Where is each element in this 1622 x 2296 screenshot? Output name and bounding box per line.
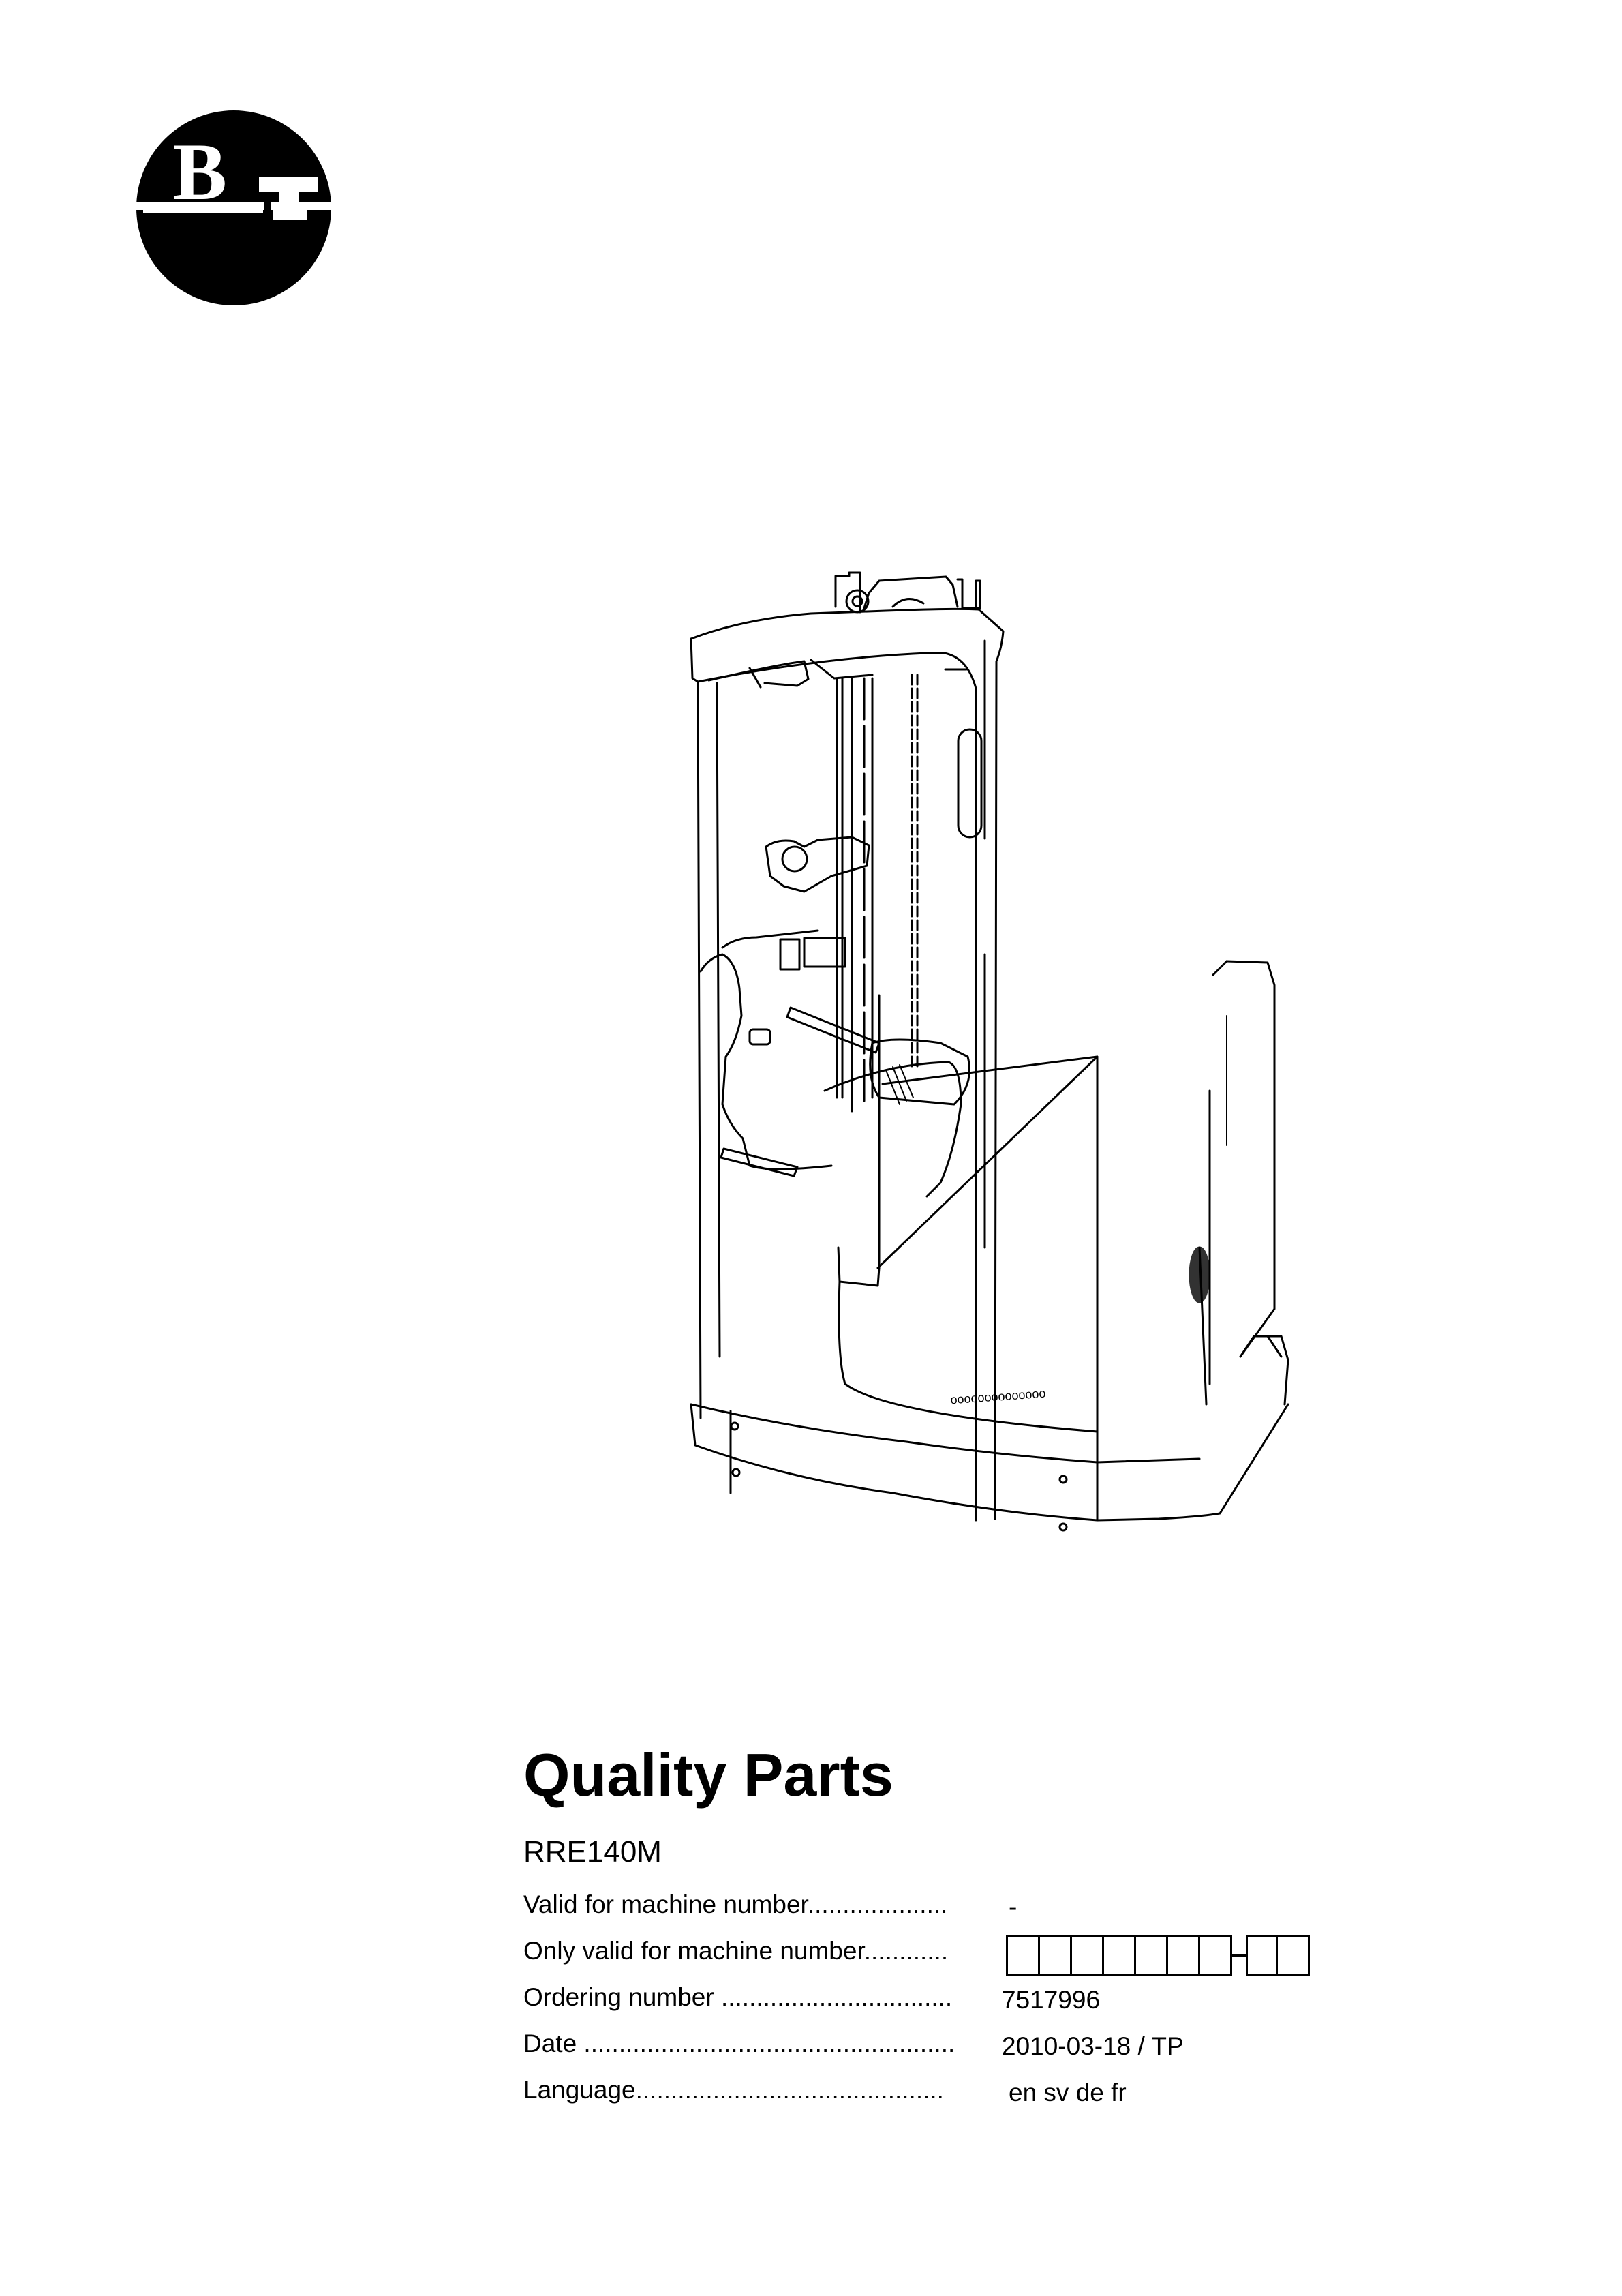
field-label: Date [523, 2029, 577, 2057]
leader-dots: .................... [807, 1890, 948, 1918]
leader-dots: ........................................… [635, 2076, 944, 2104]
field-only-valid-machine-number: Only valid for machine number...........… [523, 1935, 1409, 1984]
machine-number-box[interactable] [1200, 1935, 1232, 1976]
logo-letter-b: B [172, 126, 227, 217]
field-value: en sv de fr [1009, 2079, 1127, 2106]
field-valid-machine-number: Valid for machine number................… [523, 1892, 1409, 1938]
svg-text:oooooooooooooo: oooooooooooooo [950, 1387, 1046, 1407]
field-date: Date ...................................… [523, 2031, 1409, 2077]
field-language: Language................................… [523, 2077, 1409, 2124]
machine-number-box[interactable] [1136, 1935, 1168, 1976]
machine-number-box[interactable] [1278, 1935, 1310, 1976]
machine-number-box[interactable] [1104, 1935, 1136, 1976]
field-label: Valid for machine number [523, 1890, 808, 1918]
machine-number-box[interactable] [1246, 1935, 1278, 1976]
leader-dots: ............ [863, 1937, 949, 1965]
leader-dots: ........................................… [577, 2029, 955, 2057]
field-label: Language [523, 2076, 636, 2104]
field-label: Only valid for machine number [523, 1937, 864, 1965]
machine-number-input-boxes[interactable] [1006, 1935, 1310, 1976]
model-number: RRE140M [523, 1835, 662, 1869]
field-ordering-number: Ordering number ........................… [523, 1984, 1409, 2031]
document-info-table: Valid for machine number................… [523, 1892, 1409, 2124]
reach-truck-illustration: oooooooooooooo [690, 571, 1289, 1532]
machine-number-box[interactable] [1168, 1935, 1200, 1976]
machine-number-box[interactable] [1040, 1935, 1072, 1976]
leader-dots: ................................. [714, 1983, 953, 2011]
machine-number-separator [1232, 1954, 1246, 1957]
field-label: Ordering number [523, 1983, 714, 2011]
field-value: 7517996 [1002, 1986, 1101, 2014]
bt-logo: B [135, 110, 333, 305]
field-value: 2010-03-18 / TP [1002, 2032, 1184, 2060]
document-title: Quality Parts [523, 1741, 893, 1809]
field-value: - [1009, 1893, 1017, 1921]
machine-number-box[interactable] [1072, 1935, 1104, 1976]
machine-number-box[interactable] [1006, 1935, 1040, 1976]
